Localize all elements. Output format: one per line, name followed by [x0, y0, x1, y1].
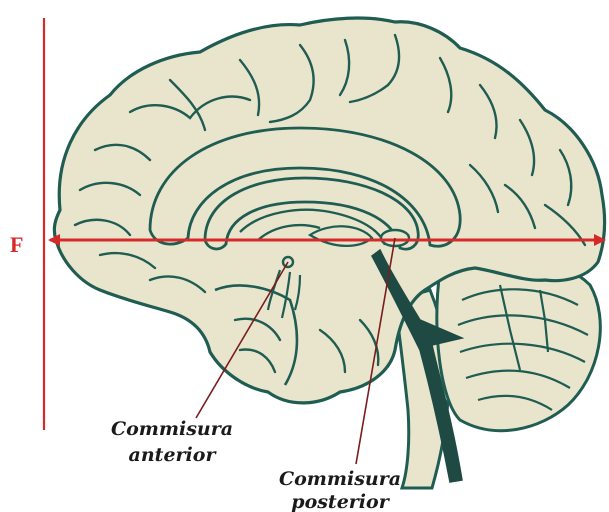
- anterior-label-line2: anterior: [129, 444, 218, 466]
- posterior-label-line1: Commisura: [279, 468, 401, 490]
- posterior-label-line2: posterior: [291, 491, 390, 512]
- plane-label: F: [10, 232, 23, 257]
- anterior-label-line1: Commisura: [111, 418, 233, 440]
